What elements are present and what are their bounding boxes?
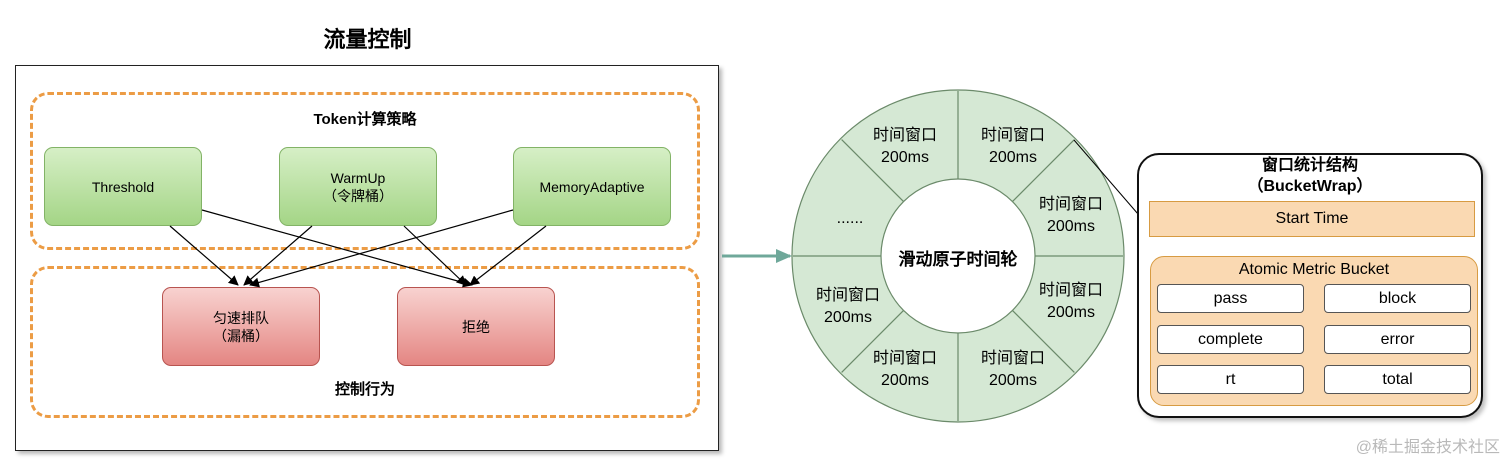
segment-left-upper: ...... bbox=[836, 210, 864, 227]
threshold-node: Threshold bbox=[44, 147, 202, 226]
edge-threshold-queue bbox=[169, 225, 239, 286]
memory-adaptive-node: MemoryAdaptive bbox=[513, 147, 671, 226]
zoom-line-top bbox=[1073, 139, 1139, 215]
field-pass: pass bbox=[1157, 284, 1304, 313]
token-strategy-group bbox=[30, 92, 700, 250]
segment-top-right: 时间窗口 200ms bbox=[980, 127, 1045, 166]
bucket-wrap-title-line1: 窗口统计结构 bbox=[1261, 157, 1358, 174]
token-strategy-label: Token计算策略 bbox=[313, 111, 417, 128]
segment-bottom-left: 时间窗口 200ms bbox=[872, 350, 937, 389]
flow-control-title: 流量控制 bbox=[323, 27, 412, 52]
time-wheel bbox=[791, 89, 1125, 423]
warmup-node: WarmUp （令牌桶） bbox=[279, 147, 437, 226]
segment-top-left: 时间窗口 200ms bbox=[872, 127, 937, 166]
field-total: total bbox=[1324, 365, 1471, 394]
edge-warmup-reject bbox=[403, 225, 467, 286]
field-block: block bbox=[1324, 284, 1471, 313]
flow-control-frame bbox=[15, 65, 719, 451]
uniform-queue-node: 匀速排队 （漏桶） bbox=[162, 287, 320, 366]
edge-threshold-reject bbox=[201, 209, 473, 288]
reject-node: 拒绝 bbox=[397, 287, 555, 366]
watermark: @稀土掘金技术社区 bbox=[1355, 439, 1500, 456]
edge-warmup-queue bbox=[243, 225, 313, 286]
segment-right-lower: 时间窗口 200ms bbox=[1038, 282, 1103, 321]
edge-memory-queue bbox=[249, 209, 514, 288]
segment-left-lower: 时间窗口 200ms bbox=[815, 287, 880, 326]
segment-right-upper: 时间窗口 200ms bbox=[1038, 196, 1103, 235]
field-complete: complete bbox=[1157, 325, 1304, 354]
atomic-metric-bucket-label: Atomic Metric Bucket bbox=[1238, 261, 1390, 278]
bucket-wrap-title-line2: （BucketWrap） bbox=[1247, 178, 1373, 195]
start-time-box: Start Time bbox=[1149, 201, 1475, 237]
field-rt: rt bbox=[1157, 365, 1304, 394]
segment-bottom-right: 时间窗口 200ms bbox=[980, 350, 1045, 389]
field-error: error bbox=[1324, 325, 1471, 354]
edge-memory-reject bbox=[469, 225, 547, 286]
wheel-center-label: 滑动原子时间轮 bbox=[898, 250, 1018, 269]
control-behavior-group bbox=[30, 266, 700, 418]
control-behavior-label: 控制行为 bbox=[334, 381, 395, 398]
